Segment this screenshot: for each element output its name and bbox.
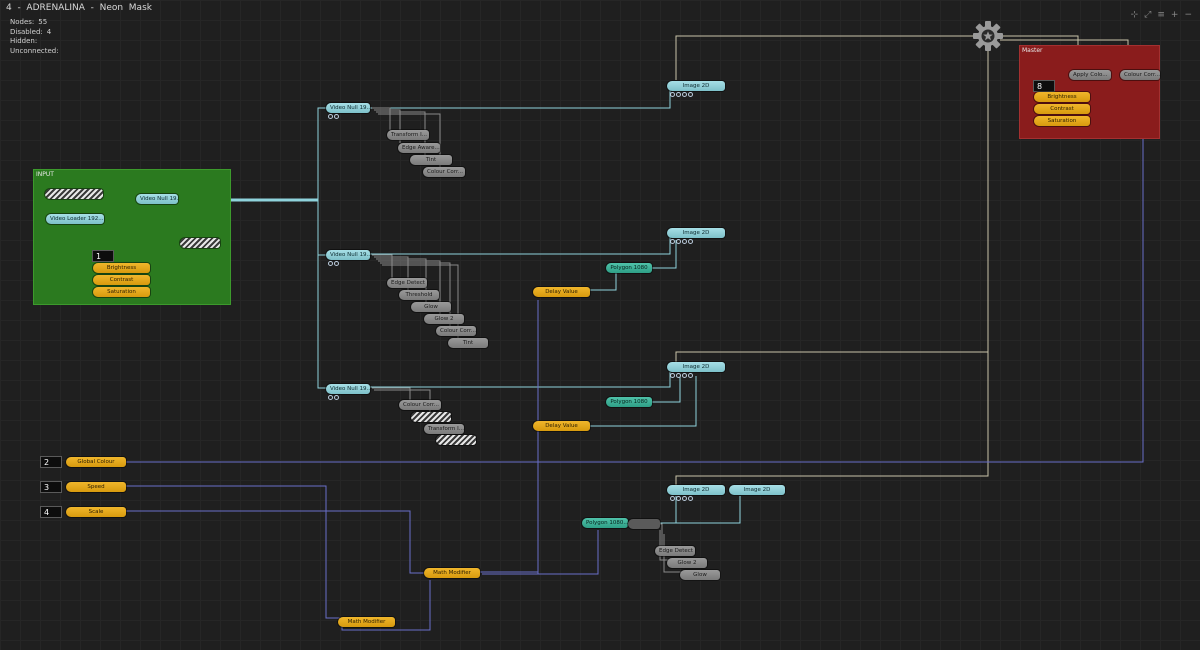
polygon-node[interactable]: Polygon 1080... <box>582 518 628 528</box>
transform-node[interactable]: Transform I... <box>424 424 464 434</box>
colour-correction-node[interactable]: Colour Corr... <box>423 167 465 177</box>
stat-unconnected: Unconnected: <box>10 46 59 55</box>
image-2d-node[interactable]: Image 2D <box>667 485 725 495</box>
master-gear-icon[interactable] <box>973 21 1003 51</box>
edge-detect-node[interactable]: Edge Detect <box>655 546 695 556</box>
collapsed-node[interactable] <box>628 519 660 529</box>
colour-correction-node[interactable]: Colour Corr... <box>436 326 476 336</box>
image-2d-node[interactable]: Image 2D <box>667 228 725 238</box>
video-null-node[interactable]: Video Null 19... <box>326 384 370 394</box>
disabled-node[interactable] <box>45 189 103 199</box>
delay-value-node[interactable]: Delay Value <box>533 421 590 431</box>
graph-stats: Nodes:55 Disabled:4 Hidden: Unconnected: <box>10 18 63 56</box>
node-ports <box>670 92 694 97</box>
saturation-param-node[interactable]: Saturation <box>1034 116 1090 126</box>
edge-aware-node[interactable]: Edge Aware... <box>398 143 440 153</box>
graph-toolbar: ⊹ ⤢ ≡ + − <box>1131 10 1192 20</box>
glow-2-node[interactable]: Glow 2 <box>424 314 464 324</box>
glow-2-node[interactable]: Glow 2 <box>667 558 707 568</box>
math-modifier-node[interactable]: Math Modifier <box>338 617 395 627</box>
polygon-node[interactable]: Polygon 1080 <box>606 263 652 273</box>
menu-icon[interactable]: ≡ <box>1157 10 1165 20</box>
tint-node[interactable]: Tint <box>448 338 488 348</box>
glow-node[interactable]: Glow <box>680 570 720 580</box>
image-2d-node[interactable]: Image 2D <box>729 485 785 495</box>
brightness-param-node[interactable]: Brightness <box>93 263 150 273</box>
node-ports <box>328 261 340 266</box>
group-label: INPUT <box>36 171 54 178</box>
collapse-icon[interactable]: − <box>1184 10 1192 20</box>
node-ports <box>670 373 694 378</box>
threshold-node[interactable]: Threshold <box>399 290 439 300</box>
video-null-node[interactable]: Video Null 19... <box>326 250 370 260</box>
group-label: Master <box>1022 47 1043 54</box>
node-ports <box>670 496 694 501</box>
disabled-node[interactable] <box>180 238 220 248</box>
node-number-box: 8 <box>1033 80 1055 92</box>
expand-icon[interactable]: ⤢ <box>1144 10 1152 20</box>
image-2d-node[interactable]: Image 2D <box>667 81 725 91</box>
global-colour-param-node[interactable]: Global Colour <box>66 457 126 467</box>
tint-node[interactable]: Tint <box>410 155 452 165</box>
disabled-node[interactable] <box>411 412 451 422</box>
add-icon[interactable]: + <box>1170 10 1179 20</box>
math-modifier-node[interactable]: Math Modifier <box>424 568 480 578</box>
stat-hidden: Hidden: <box>10 37 38 45</box>
node-ports <box>328 395 340 400</box>
transform-node[interactable]: Transform I... <box>387 130 429 140</box>
video-loader-node[interactable]: Video Loader 192... <box>46 214 104 224</box>
fit-view-icon[interactable]: ⊹ <box>1130 10 1139 20</box>
video-null-node[interactable]: Video Null 19... <box>136 194 178 204</box>
scale-param-node[interactable]: Scale <box>66 507 126 517</box>
delay-value-node[interactable]: Delay Value <box>533 287 590 297</box>
contrast-param-node[interactable]: Contrast <box>1034 104 1090 114</box>
brightness-param-node[interactable]: Brightness <box>1034 92 1090 102</box>
polygon-node[interactable]: Polygon 1080 <box>606 397 652 407</box>
edge-detect-node[interactable]: Edge Detect <box>387 278 427 288</box>
saturation-param-node[interactable]: Saturation <box>93 287 150 297</box>
contrast-param-node[interactable]: Contrast <box>93 275 150 285</box>
speed-param-node[interactable]: Speed <box>66 482 126 492</box>
stat-disabled: Disabled:4 <box>10 27 52 36</box>
node-number-box: 1 <box>92 250 114 262</box>
video-null-node[interactable]: Video Null 19... <box>326 103 370 113</box>
node-ports <box>670 239 694 244</box>
window-title: 4 - ADRENALINA - Neon Mask <box>6 3 152 13</box>
node-number-box: 2 <box>40 456 62 468</box>
colour-correction-node[interactable]: Colour Corr... <box>399 400 441 410</box>
node-number-box: 3 <box>40 481 62 493</box>
apply-colour-node[interactable]: Apply Colo... <box>1069 70 1111 80</box>
glow-node[interactable]: Glow <box>411 302 451 312</box>
stat-nodes: Nodes:55 <box>10 18 48 26</box>
node-ports <box>328 114 340 119</box>
image-2d-node[interactable]: Image 2D <box>667 362 725 372</box>
disabled-node[interactable] <box>436 435 476 445</box>
node-number-box: 4 <box>40 506 62 518</box>
colour-correction-node[interactable]: Colour Corr... <box>1120 70 1160 80</box>
